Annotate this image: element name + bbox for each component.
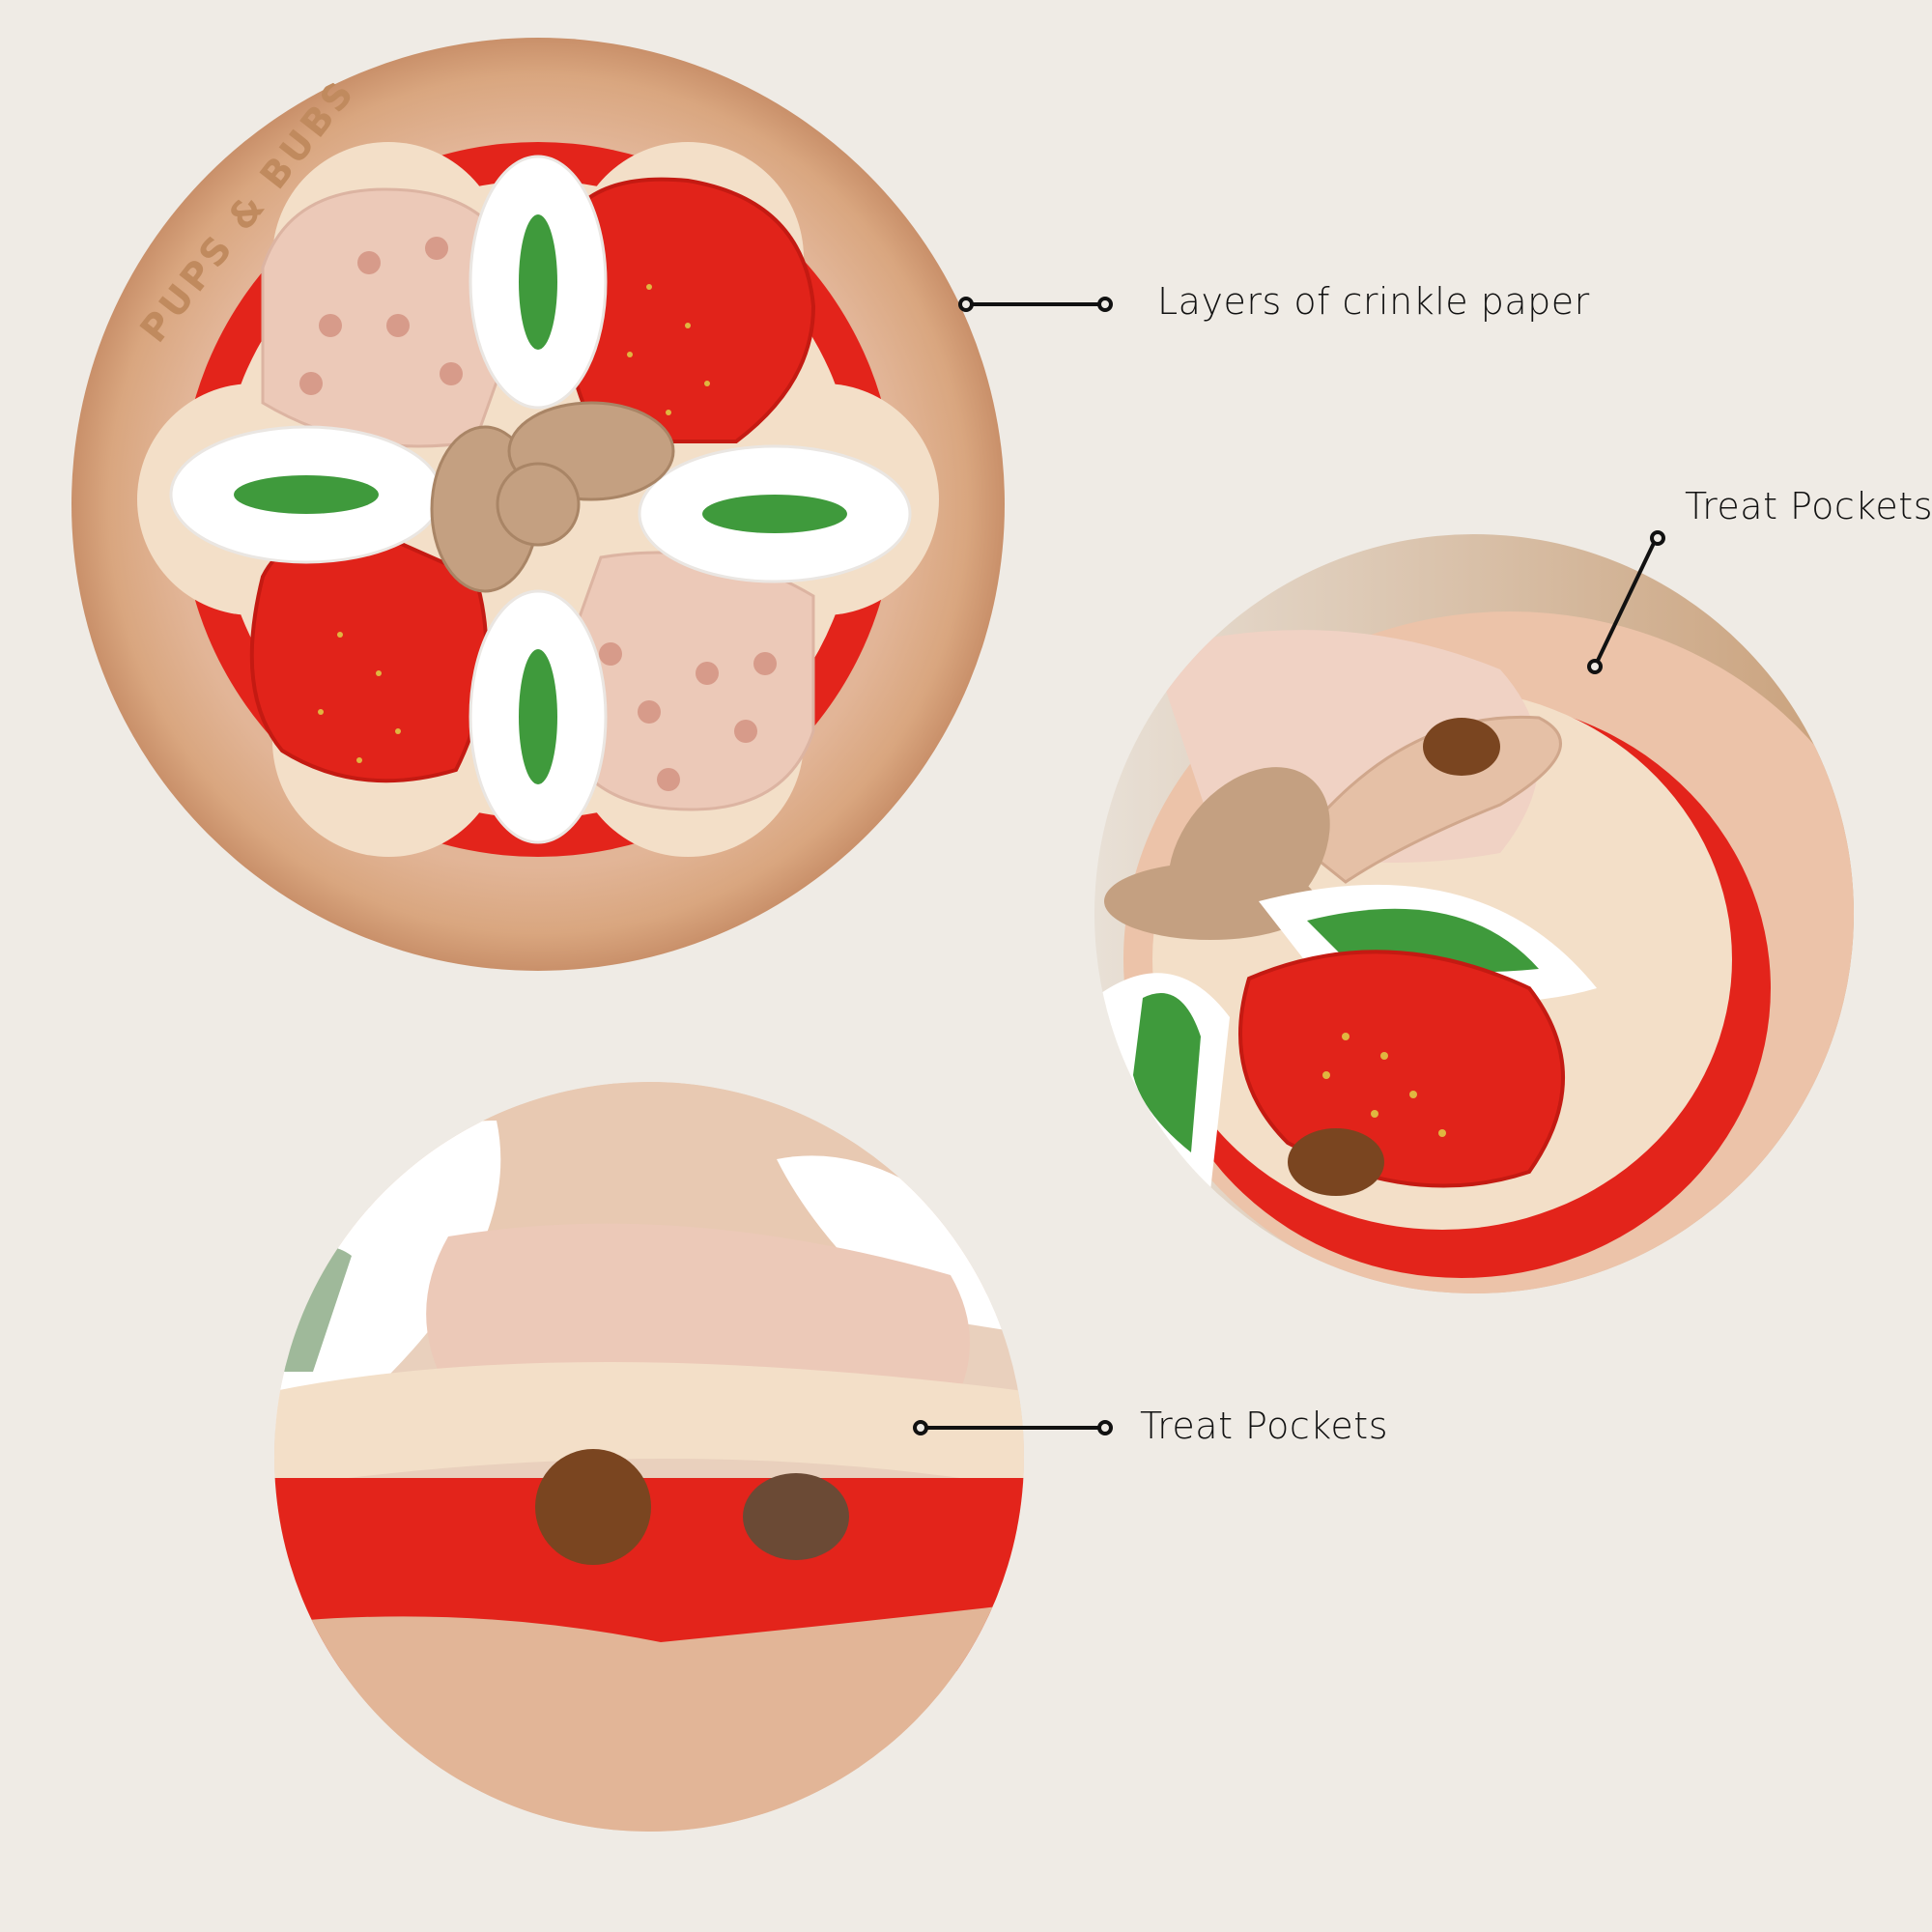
pizza-top-illustration: PUPS & BUBS [70,36,1007,973]
pizza-angled-view-photo [1094,534,1854,1293]
callout-label-treat-pockets-right: Treat Pockets [1685,485,1932,527]
pizza-side-illustration [274,1082,1024,1832]
callout-label-treat-pockets-bottom: Treat Pockets [1140,1405,1388,1447]
pizza-angled-illustration [1094,534,1854,1293]
pizza-side-view-photo [274,1082,1024,1832]
callout-label-crinkle-paper: Layers of crinkle paper [1157,280,1590,323]
pizza-top-view-photo: PUPS & BUBS [70,36,1007,973]
